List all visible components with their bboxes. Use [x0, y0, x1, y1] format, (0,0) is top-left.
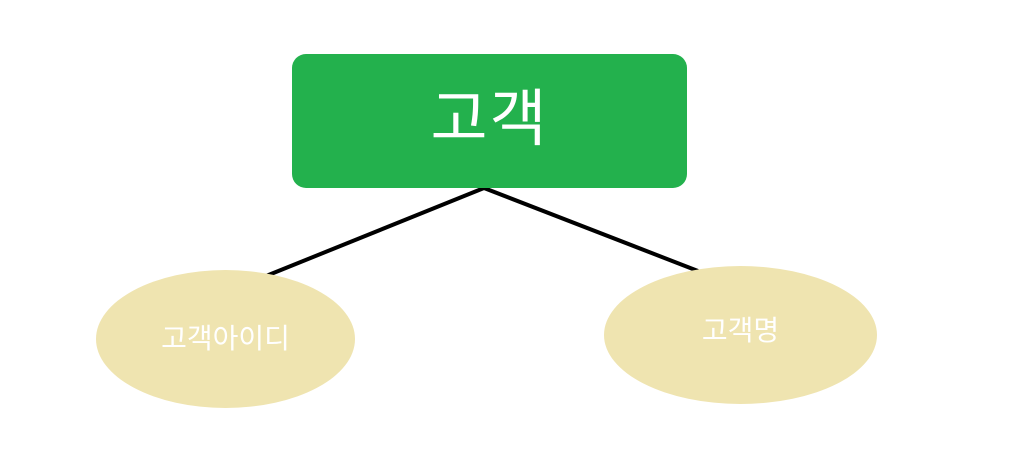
- attribute-customer-name[interactable]: 고객명: [604, 266, 877, 404]
- attribute-label: 고객명: [701, 314, 780, 347]
- entity-label: 고객: [430, 82, 549, 155]
- entity-customer[interactable]: 고객: [292, 54, 687, 188]
- attribute-label: 고객아이디: [161, 322, 290, 355]
- attribute-customer-id[interactable]: 고객아이디: [96, 270, 355, 408]
- connector-line-customer-id: [265, 186, 485, 278]
- connector-line-customer-name: [483, 186, 699, 273]
